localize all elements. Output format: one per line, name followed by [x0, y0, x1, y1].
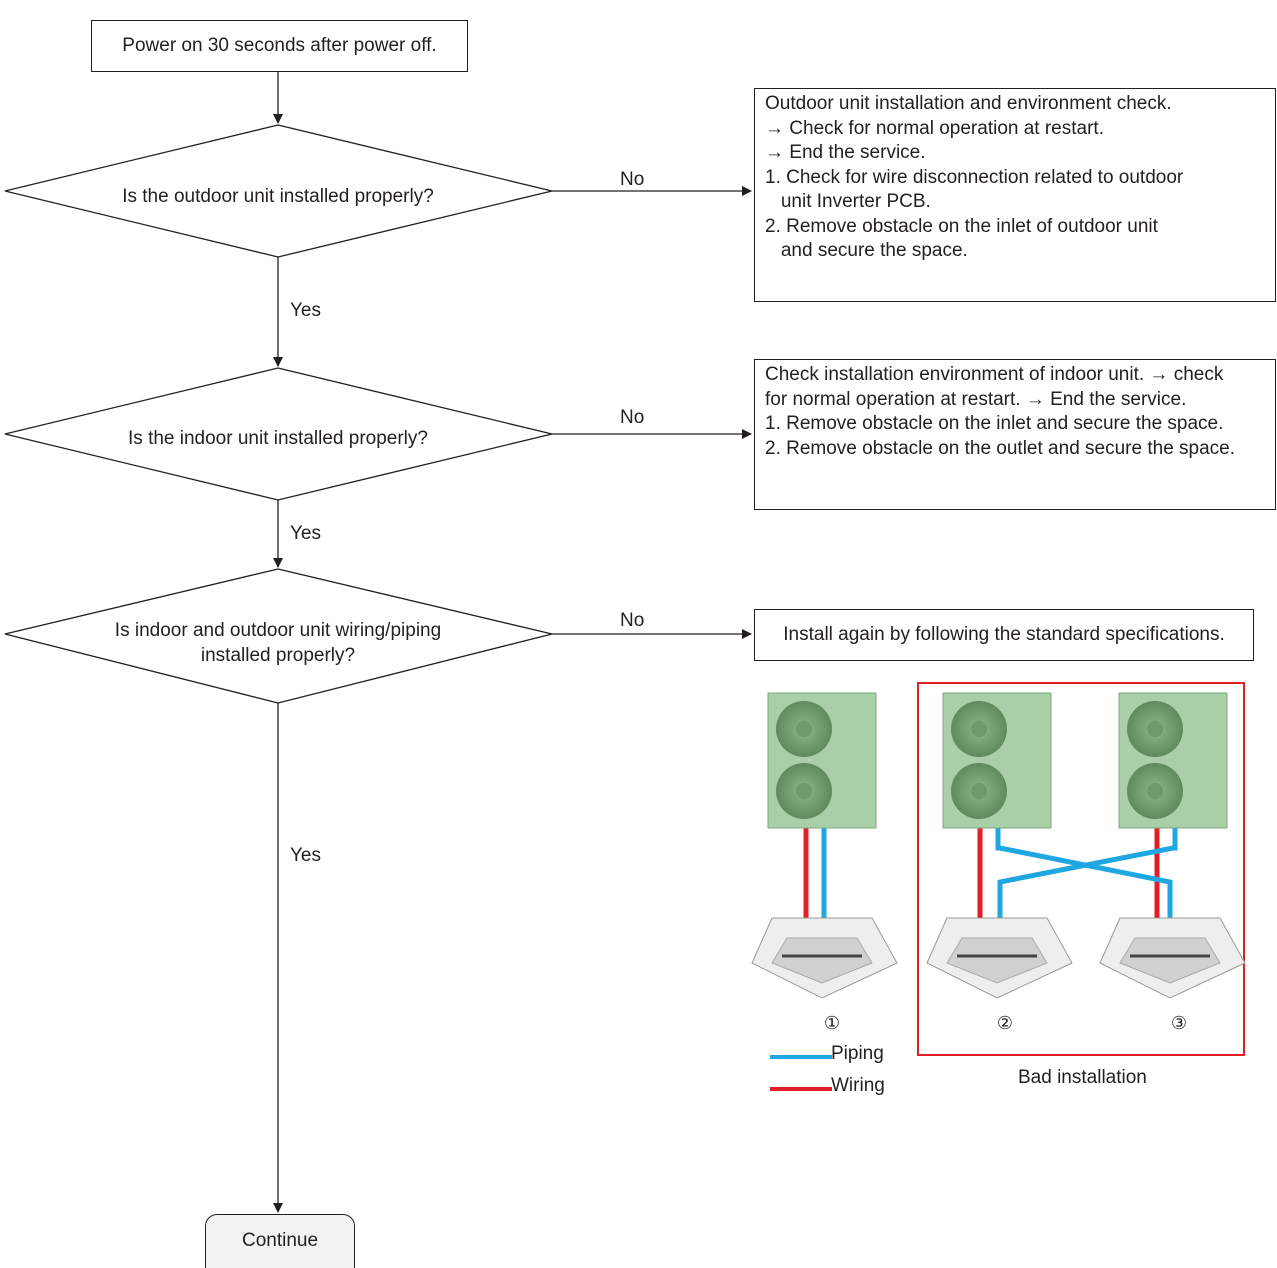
action-box-indoor: Check installation environment of indoor… — [754, 359, 1276, 510]
start-box: Power on 30 seconds after power off. — [91, 20, 468, 72]
action-box-outdoor: Outdoor unit installation and environmen… — [754, 88, 1276, 302]
indoor-unit-1 — [751, 917, 898, 999]
yes-label-2: Yes — [290, 523, 321, 544]
outdoor-unit-3 — [1118, 692, 1228, 829]
legend-piping-line — [770, 1055, 832, 1059]
no-label-3: No — [620, 610, 645, 631]
bad-installation-label: Bad installation — [1018, 1067, 1147, 1088]
yes-label-3: Yes — [290, 845, 321, 866]
no-label-2: No — [620, 407, 645, 428]
decision-text-outdoor: Is the outdoor unit installed properly? — [122, 186, 434, 207]
unit-1-connections — [803, 828, 827, 925]
legend-wiring-line — [770, 1087, 832, 1091]
decision-text-indoor: Is the indoor unit installed properly? — [128, 428, 428, 449]
legend-piping-label: Piping — [831, 1043, 884, 1064]
no-label-1: No — [620, 169, 645, 190]
indoor-unit-2 — [926, 917, 1073, 999]
indoor-unit-3 — [1099, 917, 1246, 999]
decision-text-wiring: Is indoor and outdoor unit wiring/piping… — [114, 620, 442, 666]
bad-installation-frame — [917, 682, 1245, 1056]
unit-number-2: ② — [996, 1013, 1014, 1033]
continue-terminator: Continue — [205, 1214, 355, 1268]
unit-2-3-connections — [977, 828, 1178, 925]
outdoor-unit-1 — [767, 692, 877, 829]
unit-number-1: ① — [823, 1013, 841, 1033]
action-box-wiring: Install again by following the standard … — [754, 609, 1254, 661]
outdoor-unit-2 — [942, 692, 1052, 829]
unit-number-3: ③ — [1170, 1013, 1188, 1033]
yes-label-1: Yes — [290, 300, 321, 321]
legend-wiring-label: Wiring — [831, 1075, 885, 1096]
